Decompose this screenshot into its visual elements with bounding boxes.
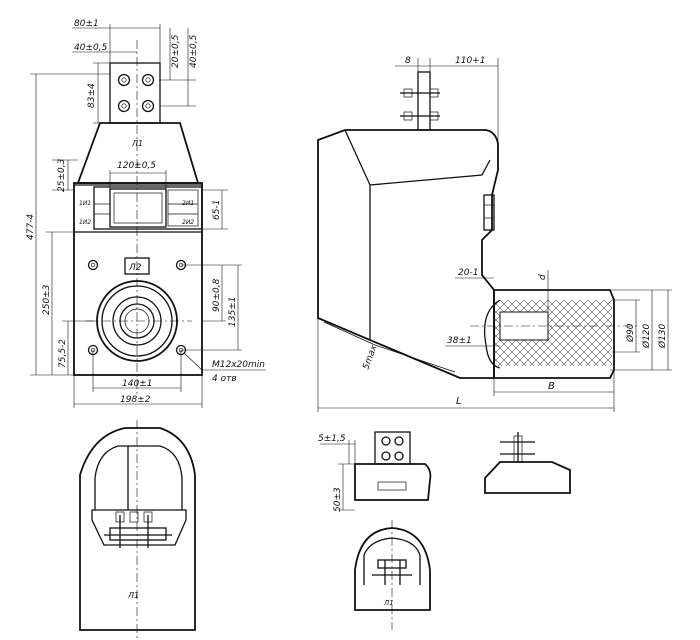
dim-80: 80±1 [74,19,99,29]
dim-dia130: Ø130 [657,323,668,349]
dim-250: 250±3 [42,284,52,315]
front-view: Л1 1И1 1И2 2И1 2И2 Л2 [26,19,266,408]
mark-2i2: 2И2 [182,219,194,226]
note-count: 4 отв [212,374,237,384]
mark-1i1: 1И1 [79,200,91,207]
detail-side-small [484,432,571,494]
dim-198: 198±2 [120,395,151,405]
dim-140: 140±1 [122,379,152,389]
bottom-view: Л1 [79,420,196,638]
dim-40-horizontal: 40±0,5 [74,43,108,53]
detail-terminal-view: 5±1,5 50±3 [318,431,432,512]
dim-B: B [548,381,555,392]
dim-75: 75,5-2 [58,339,68,368]
dim-20-vertical: 20±0,5 [171,34,181,68]
bottom-body-outline [79,427,196,631]
dim-dia120: Ø120 [641,323,652,349]
dim-40-vertical: 40±0,5 [189,34,199,68]
mark-l1-bottom: Л1 [127,591,139,600]
dim-L: L [456,396,462,407]
dim-dia90: Ø90 [625,323,636,343]
nameplate-window [109,188,167,228]
terminal-bolts [117,73,155,113]
top-head [76,122,200,184]
main-body [73,182,203,376]
dim-38: 38±1 [447,336,472,346]
mark-l1-detail: Л1 [383,599,394,607]
dim-d: d [538,274,548,280]
dim-110: 110+1 [455,56,485,66]
dim-90: 90±0,8 [212,278,222,312]
detail-front-small: Л1 [354,520,431,630]
dim-477: 477-4 [26,214,36,240]
secondary-terminal-box [93,186,203,230]
bottom-terminals [104,511,172,548]
dim-25: 25±0,3 [57,158,67,192]
dim-5-detail: 5±1,5 [318,434,346,444]
front-dimensions: 80±1 40±0,5 20±0,5 40±0,5 83±4 477-4 25±… [26,19,266,408]
dim-20: 20-1 [458,268,478,278]
dim-50-detail: 50±3 [333,487,343,512]
note-thread: М12х20min [212,360,265,370]
dim-5max: 5max [361,343,379,371]
dim-135: 135±1 [228,297,238,327]
terminal-block [109,62,161,124]
side-view: 8 110+1 20-1 d 38±1 5max L B Ø90 [317,56,672,412]
dim-8: 8 [405,56,411,66]
dim-83: 83±4 [87,83,97,108]
side-terminal-stud [417,71,431,131]
mark-2i1: 2И1 [182,200,194,207]
mark-1i2: 1И2 [79,219,91,226]
mark-l2: Л2 [128,263,142,273]
dim-120: 120±0,5 [117,161,156,171]
dim-65: 65-1 [212,200,222,220]
